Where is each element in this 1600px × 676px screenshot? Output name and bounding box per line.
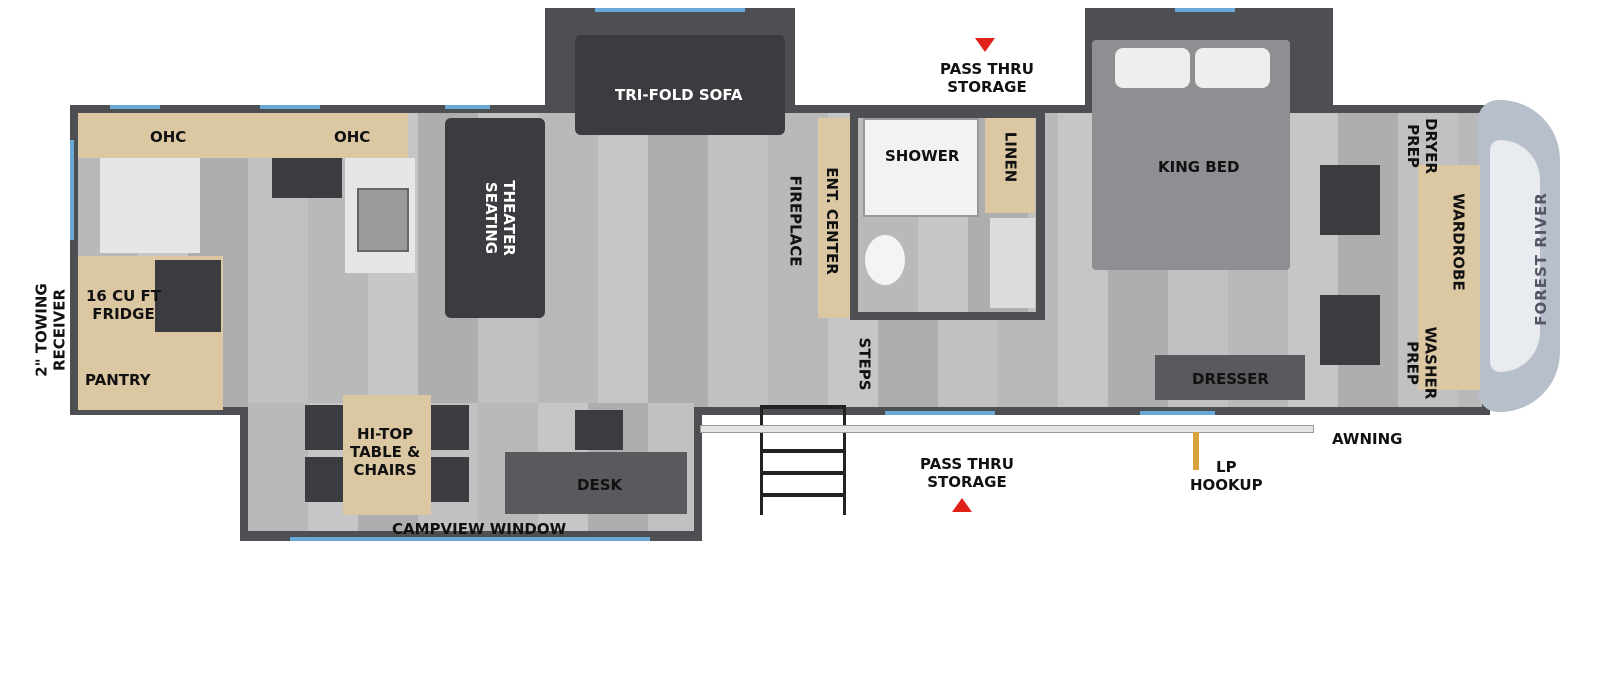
label-theater-seating: THEATER SEATING: [481, 180, 518, 256]
hi-top-table: [343, 395, 431, 515]
window: [1140, 411, 1215, 415]
label-washer-prep: WASHER PREP: [1403, 326, 1440, 400]
marker-up-icon: [952, 498, 972, 512]
toilet: [865, 235, 905, 285]
window: [1175, 8, 1235, 12]
theater-seating: [445, 118, 545, 318]
awning-bar: [700, 425, 1314, 433]
label-ent-center: ENT. CENTER: [822, 167, 841, 275]
label-fridge: 16 CU FT FRIDGE: [86, 287, 161, 323]
label-steps: STEPS: [855, 337, 874, 391]
label-fireplace: FIREPLACE: [786, 175, 805, 267]
window: [260, 105, 320, 109]
wardrobe: [1418, 165, 1480, 390]
label-pantry: PANTRY: [85, 371, 151, 389]
marker-down-icon: [975, 38, 995, 52]
label-dryer-prep: DRYER PREP: [1403, 118, 1440, 174]
window: [445, 105, 490, 109]
label-ohc: OHC: [150, 128, 187, 146]
linen-cabinet: [985, 118, 1035, 213]
label-campview-window: CAMPVIEW WINDOW: [392, 520, 567, 538]
overhead-cabinets: [78, 113, 408, 158]
fridge: [155, 260, 221, 332]
tri-fold-sofa: [575, 35, 785, 135]
chair: [305, 457, 343, 502]
nightstand: [1320, 165, 1380, 235]
label-towing-receiver: 2" TOWING RECEIVER: [32, 283, 69, 377]
label-king-bed: KING BED: [1158, 158, 1240, 176]
desk-chair: [575, 410, 623, 450]
window: [110, 105, 160, 109]
entertainment-center: [818, 118, 850, 318]
chair: [431, 405, 469, 450]
label-lp-hookup: LP HOOKUP: [1190, 458, 1263, 494]
front-cap-inner: [1490, 140, 1540, 372]
vanity: [990, 218, 1035, 308]
kitchen-counter: [100, 158, 200, 253]
chair: [305, 405, 343, 450]
sink: [357, 188, 409, 252]
label-tri-fold-sofa: TRI-FOLD SOFA: [615, 86, 743, 104]
stove: [272, 158, 342, 198]
label-awning: AWNING: [1332, 430, 1403, 448]
window: [595, 8, 745, 12]
shower: [863, 118, 979, 217]
forest-river-logo: FOREST RIVER: [1531, 192, 1550, 326]
nightstand: [1320, 295, 1380, 365]
label-desk: DESK: [577, 476, 623, 494]
window: [290, 537, 650, 541]
label-pass-thru-storage: PASS THRU STORAGE: [940, 60, 1034, 96]
label-shower: SHOWER: [885, 147, 960, 165]
entry-steps: [760, 405, 846, 515]
label-linen: LINEN: [1001, 131, 1020, 183]
label-wardrobe: WARDROBE: [1449, 193, 1468, 291]
chair: [431, 457, 469, 502]
lp-hookup-line: [1193, 432, 1199, 470]
label-dresser: DRESSER: [1192, 370, 1269, 388]
pillow: [1195, 48, 1270, 88]
label-hi-top-table: HI-TOP TABLE & CHAIRS: [350, 425, 421, 479]
pillow: [1115, 48, 1190, 88]
label-ohc: OHC: [334, 128, 371, 146]
window: [885, 411, 995, 415]
window: [70, 140, 74, 240]
label-pass-thru-storage: PASS THRU STORAGE: [920, 455, 1014, 491]
dresser: [1155, 355, 1305, 400]
desk: [505, 452, 687, 514]
